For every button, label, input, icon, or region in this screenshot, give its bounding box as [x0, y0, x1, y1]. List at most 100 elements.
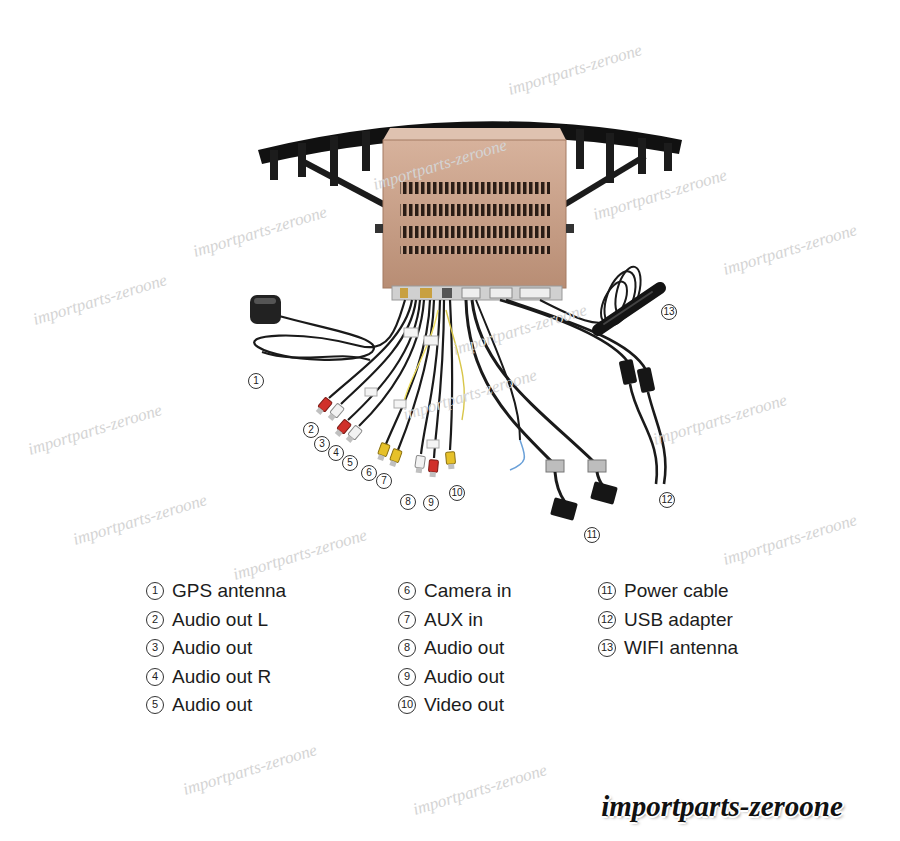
usb-plug [637, 367, 656, 393]
watermark: importparts-zeroone [451, 300, 590, 360]
socket [520, 288, 550, 298]
socket [462, 288, 480, 298]
socket [442, 288, 452, 298]
socket [490, 288, 512, 298]
legend-number: 1 [146, 582, 164, 600]
watermark: importparts-zeroone [371, 135, 510, 195]
gps-puck [250, 295, 281, 324]
legend-text: Audio out [424, 637, 504, 659]
callout-number: 11 [584, 527, 600, 543]
cable [555, 472, 565, 502]
rca-plug [345, 425, 363, 444]
watermark: importparts-zeroone [651, 390, 790, 450]
legend-number: 9 [398, 668, 416, 686]
vent-row [400, 226, 550, 238]
cable [434, 300, 444, 458]
watermark: importparts-zeroone [181, 740, 320, 800]
mount-tab [566, 224, 574, 233]
legend-number: 10 [398, 696, 416, 714]
rca-plug [327, 403, 345, 422]
rca-plug [428, 460, 438, 478]
callout-number: 8 [400, 494, 416, 510]
watermark: importparts-zeroone [591, 165, 730, 225]
usb-plug [619, 359, 638, 385]
cable-tag [404, 328, 418, 337]
plug-body [588, 460, 606, 472]
legend-text: Audio out R [172, 666, 271, 688]
legend-text: Audio out [172, 637, 252, 659]
cable-tag [424, 336, 438, 345]
watermark: importparts-zeroone [191, 202, 330, 262]
legend-text: Audio out L [172, 609, 268, 631]
legend-number: 6 [398, 582, 416, 600]
callout-number: 6 [361, 465, 377, 481]
cable-tag [365, 388, 377, 396]
vent-row [400, 204, 550, 216]
watermark: importparts-zeroone [506, 40, 645, 100]
power-connector [550, 497, 578, 521]
watermark: importparts-zeroone [71, 490, 210, 550]
cable [329, 300, 412, 398]
plug-body [546, 460, 564, 472]
clip [576, 129, 584, 169]
antenna-stick [598, 288, 660, 330]
cable [398, 300, 434, 450]
socket [400, 288, 408, 298]
wire [404, 310, 438, 402]
legend-number: 4 [146, 668, 164, 686]
legend-number: 12 [598, 611, 616, 629]
legend-number: 8 [398, 639, 416, 657]
legend-text: Video out [424, 694, 504, 716]
legend-number: 3 [146, 639, 164, 657]
rca-plug [376, 442, 390, 461]
legend-text: Audio out [172, 694, 252, 716]
callout-number: 1 [248, 373, 264, 389]
watermark: importparts-zeroone [721, 510, 860, 570]
legend-number: 13 [598, 639, 616, 657]
tags [365, 328, 439, 448]
clip [638, 138, 646, 174]
gps-highlight [254, 298, 276, 304]
watermark: importparts-zeroone [26, 400, 165, 460]
legend-text: AUX in [424, 609, 483, 631]
brand-watermark: importparts-zeroone [601, 790, 843, 823]
connector-strip [392, 286, 562, 300]
cable-tag [427, 440, 439, 448]
clip [664, 143, 672, 171]
callout-number: 2 [303, 422, 319, 438]
housing-top [383, 128, 566, 140]
legend-text: WIFI antenna [624, 637, 738, 659]
watermark: importparts-zeroone [231, 525, 370, 585]
mount-tab [375, 224, 383, 233]
callout-number: 5 [342, 455, 358, 471]
watermark: importparts-zeroone [31, 270, 170, 330]
legend-text: Camera in [424, 580, 512, 602]
rca-cables [329, 300, 464, 458]
callout-number: 13 [661, 304, 677, 320]
watermark: importparts-zeroone [401, 365, 540, 425]
legend-number: 11 [598, 582, 616, 600]
legend-number: 5 [146, 696, 164, 714]
callout-number: 9 [423, 495, 439, 511]
rca-plug [315, 397, 333, 416]
rca-plug [388, 448, 402, 467]
rca-plug [414, 455, 425, 473]
callout-number: 12 [659, 492, 675, 508]
legend-number: 2 [146, 611, 164, 629]
legend-text: GPS antenna [172, 580, 286, 602]
bezel [258, 121, 682, 205]
power-connector [590, 481, 618, 505]
socket [420, 288, 432, 298]
vent-row [400, 246, 550, 254]
rca-plug [446, 452, 456, 470]
clip [298, 143, 306, 177]
antenna-highlight [604, 292, 652, 324]
clip [270, 150, 278, 180]
callout-number: 10 [449, 485, 465, 501]
legend-text: USB adapter [624, 609, 733, 631]
wire [510, 440, 524, 470]
legend-text: Audio out [424, 666, 504, 688]
legend-number: 7 [398, 611, 416, 629]
